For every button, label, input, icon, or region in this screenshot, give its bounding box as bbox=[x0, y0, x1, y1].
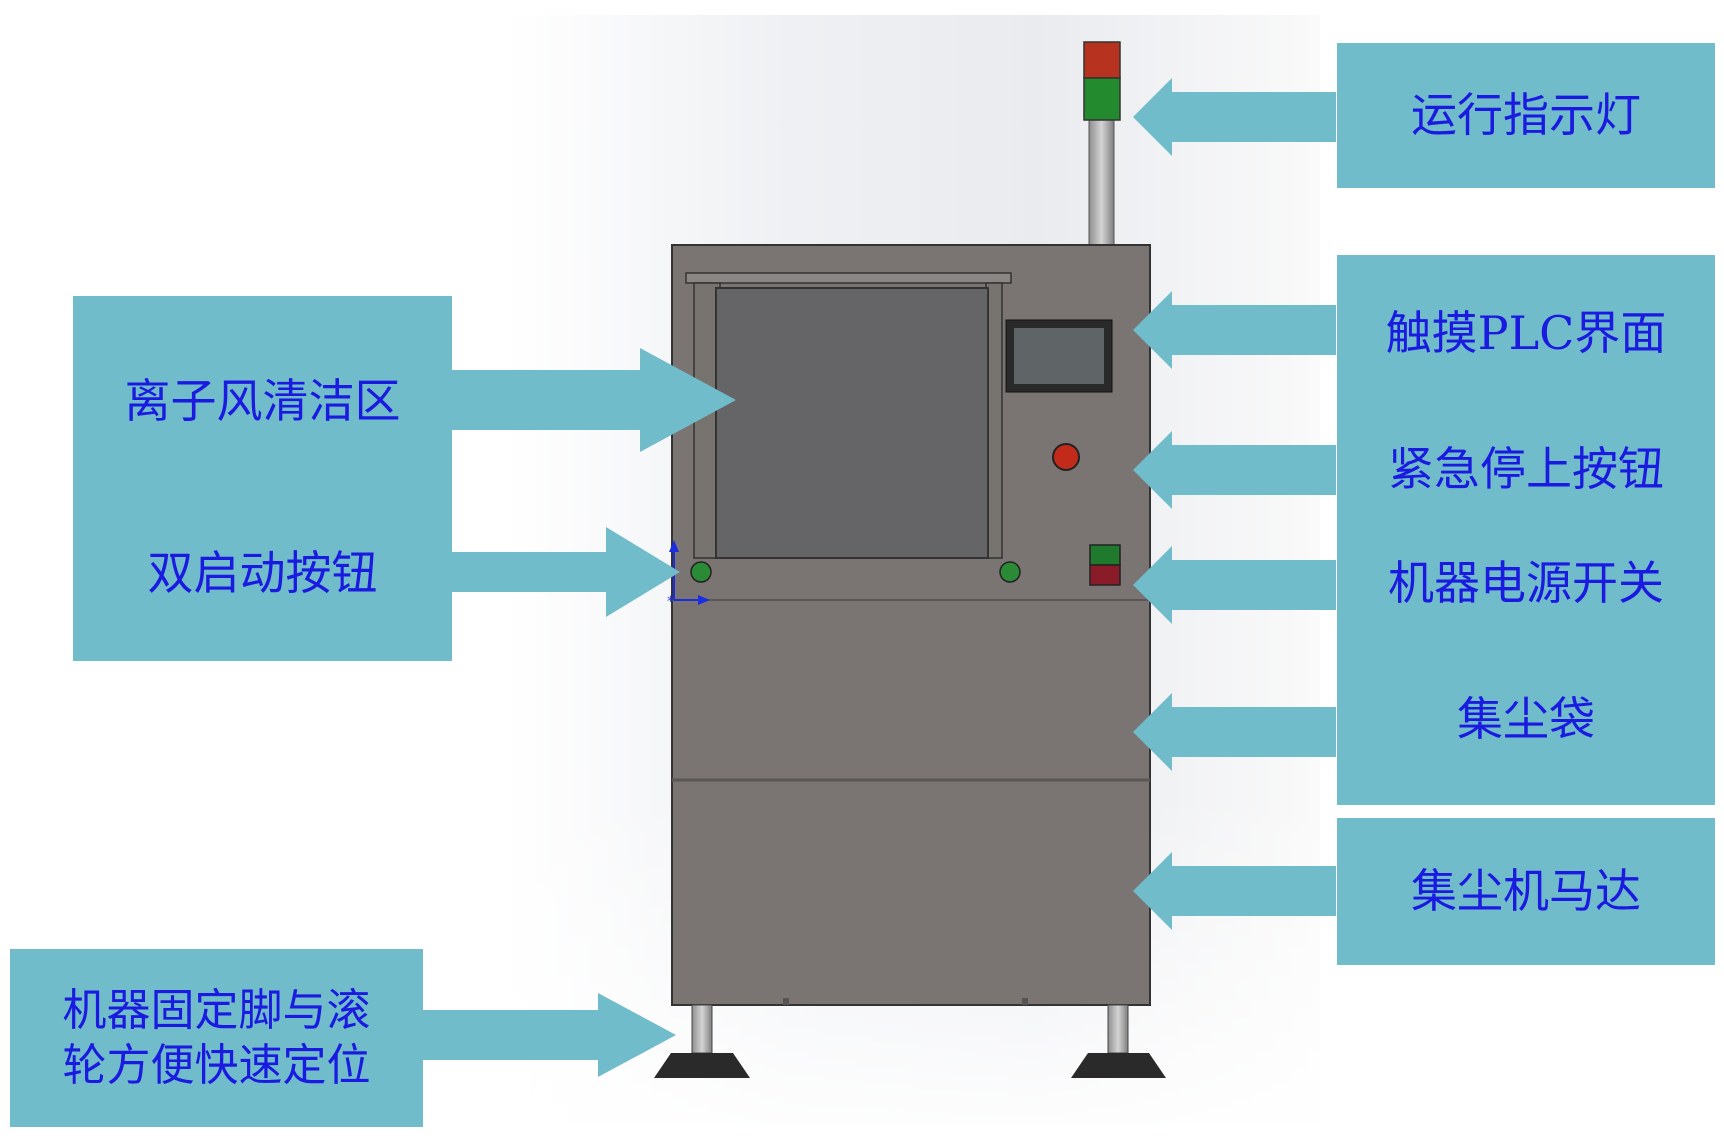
label-emergency-stop-button: 紧急停上按钮 bbox=[1388, 429, 1664, 511]
label-dual-start-button: 双启动按钮 bbox=[148, 534, 378, 614]
plc-screen bbox=[1014, 328, 1104, 384]
axis-marker: * bbox=[667, 540, 710, 610]
label-machine-feet: 机器固定脚与滚 轮方便快速定位 bbox=[10, 949, 423, 1127]
label-feet-line1: 机器固定脚与滚 bbox=[62, 985, 371, 1036]
callout-arrows bbox=[420, 78, 1336, 1077]
arrow-run-indicator bbox=[1133, 78, 1336, 156]
label-touch-plc-interface: 触摸PLC界面 bbox=[1386, 293, 1667, 375]
label-dual-start-button-text: 双启动按钮 bbox=[147, 546, 378, 601]
label-machine-power-switch: 机器电源开关 bbox=[1388, 543, 1664, 625]
start-button-left bbox=[690, 561, 712, 583]
foot-post-left bbox=[691, 1004, 713, 1054]
label-emergency-stop-button-text: 紧急停上按钮 bbox=[1388, 442, 1664, 497]
arrow-ion-cleaning bbox=[450, 348, 736, 452]
power-switch-red bbox=[1089, 564, 1121, 586]
arrow-dust-bag bbox=[1133, 693, 1336, 771]
arrow-feet bbox=[420, 993, 676, 1077]
foot-base-left bbox=[654, 1053, 750, 1078]
machine-feet bbox=[654, 1004, 1166, 1078]
svg-text:*: * bbox=[667, 594, 674, 610]
start-button-right bbox=[999, 561, 1021, 583]
label-touch-plc-interface-text: 触摸PLC界面 bbox=[1385, 306, 1667, 361]
label-left-group: 离子风清洁区 双启动按钮 bbox=[73, 296, 452, 661]
label-right-group: 触摸PLC界面 紧急停上按钮 机器电源开关 集尘袋 bbox=[1337, 255, 1715, 805]
foot-base-right bbox=[1071, 1053, 1166, 1078]
arrow-plc-interface bbox=[1133, 291, 1336, 369]
arrow-emergency-stop bbox=[1133, 431, 1336, 509]
arrow-dust-motor bbox=[1133, 852, 1336, 930]
tower-lamp-green bbox=[1083, 77, 1121, 121]
label-run-indicator-light-text: 运行指示灯 bbox=[1411, 87, 1641, 142]
label-dust-bag-text: 集尘袋 bbox=[1457, 692, 1595, 747]
label-dust-collector-motor-text: 集尘机马达 bbox=[1411, 863, 1641, 918]
arrow-power-switch bbox=[1133, 546, 1336, 624]
bottom-tab-right bbox=[1022, 998, 1028, 1005]
label-dust-collector-motor: 集尘机马达 bbox=[1337, 818, 1715, 965]
label-feet-line2: 轮方便快速定位 bbox=[62, 1040, 371, 1091]
label-dust-bag: 集尘袋 bbox=[1457, 679, 1595, 761]
arrow-start-button bbox=[450, 527, 680, 617]
label-run-indicator-light: 运行指示灯 bbox=[1337, 43, 1715, 188]
bottom-tab-left bbox=[783, 998, 789, 1005]
label-ion-air-cleaning-zone-text: 离子风清洁区 bbox=[124, 374, 401, 429]
machine-body: * bbox=[667, 244, 1151, 1006]
label-machine-power-switch-text: 机器电源开关 bbox=[1388, 556, 1664, 611]
tower-lamp-red bbox=[1083, 41, 1121, 79]
tower-pole bbox=[1088, 117, 1115, 247]
emergency-stop-button bbox=[1052, 443, 1080, 471]
signal-tower bbox=[1083, 41, 1121, 247]
label-ion-air-cleaning-zone: 离子风清洁区 bbox=[125, 362, 401, 442]
foot-post-right bbox=[1107, 1004, 1129, 1054]
cleaning-window bbox=[715, 287, 989, 559]
power-switch-green bbox=[1089, 544, 1121, 566]
window-top-rail bbox=[685, 272, 1012, 284]
